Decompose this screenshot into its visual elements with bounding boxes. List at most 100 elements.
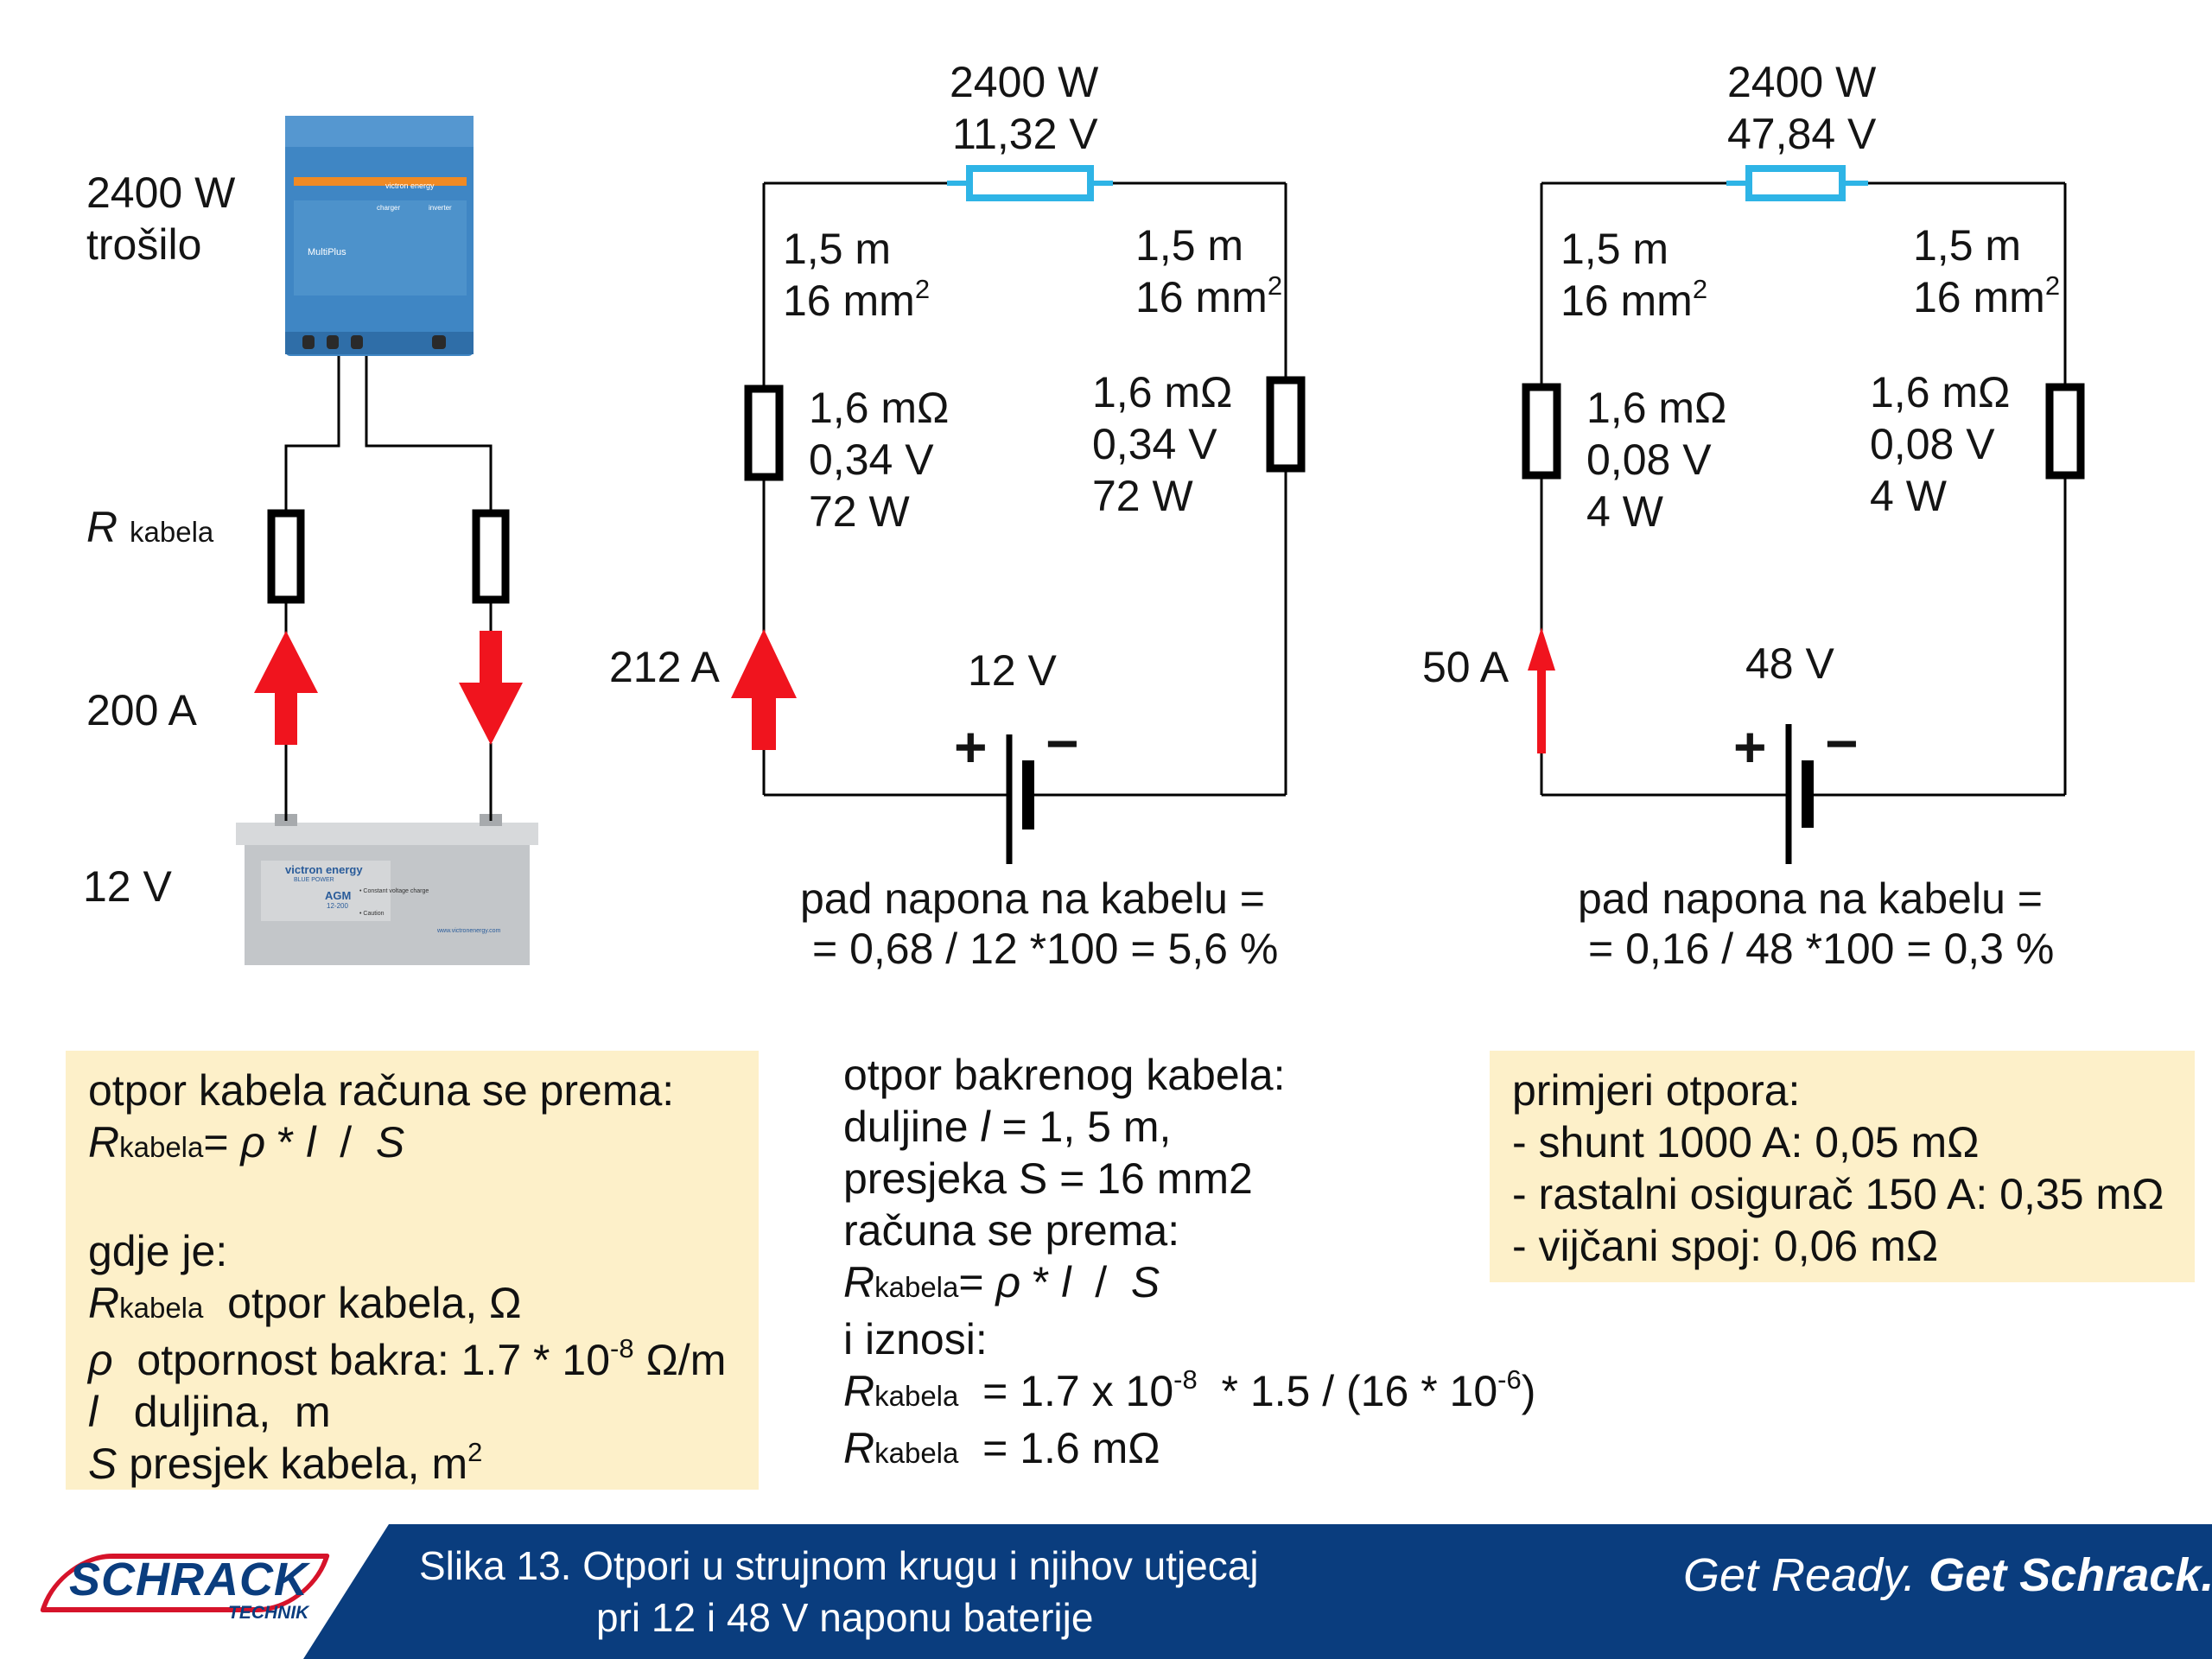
c48-plus: + xyxy=(1733,715,1767,779)
battery-brand: victron energy xyxy=(285,863,363,876)
cable-resistance-label: R kabela xyxy=(86,501,213,558)
logo-technik: TECHNIK xyxy=(228,1603,309,1623)
inverter-model: MultiPlus xyxy=(308,247,346,257)
figure-caption: Slika 13. Otpori u strujnom krugu i njih… xyxy=(419,1540,1259,1643)
battery-brand-sub: BLUE POWER xyxy=(294,877,334,883)
load-label-1: 2400 W xyxy=(86,168,236,217)
current-200a: 200 A xyxy=(86,686,197,734)
c48-right-length: 1,5 m xyxy=(1913,221,2022,270)
note-mid-result: Rkabela = 1.6 mΩ xyxy=(843,1424,1160,1472)
cable-resistor-12v-left xyxy=(744,385,784,481)
inverter-device xyxy=(285,116,474,356)
note-mid-length: duljine l = 1, 5 m, xyxy=(843,1103,1172,1151)
circuit-48v-wiring xyxy=(1540,181,2067,797)
c48-battery-voltage: 48 V xyxy=(1745,639,1834,688)
c12-rl-voltage: 0,34 V xyxy=(809,435,934,484)
c48-drop-line1: pad napona na kabelu = xyxy=(1578,874,2043,923)
current-arrow-12v xyxy=(731,629,797,750)
c48-load-voltage: 47,84 V xyxy=(1727,110,1877,158)
inverter-col-inverter: inverter xyxy=(429,204,452,212)
note-left-gdje: gdje je: xyxy=(88,1227,228,1275)
inverter-col-charger: charger xyxy=(377,204,401,212)
cable-resistor-48v-left xyxy=(1522,383,1561,480)
note-left-def-rho: ρ otpornost bakra: 1.7 * 10-8 Ω/m xyxy=(88,1333,727,1384)
c48-right-area: 16 mm2 xyxy=(1913,270,2061,321)
battery-symbol-12v xyxy=(947,734,1090,864)
load-resistor-12v xyxy=(966,165,1094,201)
note-formula: otpor kabela računa se prema: Rkabela= ρ… xyxy=(66,1051,759,1490)
c48-rl-voltage: 0,08 V xyxy=(1586,435,1712,484)
note-left-def-r: Rkabela otpor kabela, Ω xyxy=(88,1279,522,1327)
note-mid-calc: Rkabela = 1.7 x 10-8 * 1.5 / (16 * 10-6) xyxy=(843,1364,1536,1415)
battery-badge: AGM xyxy=(325,889,352,902)
note-left-formula: Rkabela= ρ * l / S xyxy=(88,1118,405,1166)
cable-resistor-left xyxy=(267,509,305,604)
note-examples: primjeri otpora: - shunt 1000 A: 0,05 mΩ… xyxy=(1490,1051,2195,1282)
c12-drop-line1: pad napona na kabelu = xyxy=(800,874,1265,923)
c48-load-power: 2400 W xyxy=(1727,58,1877,106)
battery-url: www.victronenergy.com xyxy=(437,928,501,934)
c12-minus: − xyxy=(1046,711,1079,775)
c48-current: 50 A xyxy=(1422,643,1510,691)
battery-badge-sub: 12-200 xyxy=(327,902,348,910)
c48-rr-voltage: 0,08 V xyxy=(1870,420,1995,468)
c12-load-power: 2400 W xyxy=(950,58,1099,106)
battery-device xyxy=(236,814,538,965)
cable-resistor-right xyxy=(472,509,510,604)
c12-rr-resistance: 1,6 mΩ xyxy=(1092,368,1233,416)
battery-line-1: • Constant voltage charge xyxy=(359,888,429,894)
c48-rl-power: 4 W xyxy=(1586,487,1663,536)
cable-resistor-48v-right xyxy=(2045,383,2085,480)
note-mid-formula: Rkabela= ρ * l / S xyxy=(843,1258,1160,1306)
current-arrow-down-right xyxy=(459,631,523,745)
note-left-line1: otpor kabela računa se prema: xyxy=(88,1066,675,1115)
note-mid-line1: otpor bakrenog kabela: xyxy=(843,1051,1286,1099)
note-left-def-l: l duljina, m xyxy=(88,1388,331,1436)
c12-left-length: 1,5 m xyxy=(783,225,892,273)
left-wiring xyxy=(284,356,493,821)
c48-minus: − xyxy=(1825,711,1859,775)
note-right-shunt: - shunt 1000 A: 0,05 mΩ xyxy=(1512,1118,1980,1166)
note-right-fuse: - rastalni osigurač 150 A: 0,35 mΩ xyxy=(1512,1170,2164,1218)
inverter-brand: victron energy xyxy=(385,181,435,190)
slogan-get-schrack: Get Schrack. xyxy=(1929,1549,2212,1601)
c12-battery-voltage: 12 V xyxy=(968,646,1057,695)
note-right-title: primjeri otpora: xyxy=(1512,1066,1801,1115)
c48-left-area: 16 mm2 xyxy=(1560,274,1708,325)
subscript-kabela: kabela xyxy=(130,516,214,548)
slogan: Get Ready. Get Schrack. xyxy=(1683,1547,2212,1604)
c12-drop-line2: = 0,68 / 12 *100 = 5,6 % xyxy=(812,925,1279,973)
c48-rl-resistance: 1,6 mΩ xyxy=(1586,384,1727,432)
c12-rl-power: 72 W xyxy=(809,487,910,536)
c12-right-length: 1,5 m xyxy=(1135,221,1244,270)
c12-load-voltage: 11,32 V xyxy=(952,110,1098,158)
battery-voltage-12v: 12 V xyxy=(83,862,172,911)
c12-rr-voltage: 0,34 V xyxy=(1092,420,1217,468)
note-calculation: otpor bakrenog kabela: duljine l = 1, 5 … xyxy=(843,1049,1535,1479)
symbol-r: R xyxy=(86,503,118,551)
load-resistor-48v xyxy=(1745,165,1846,201)
c12-right-area: 16 mm2 xyxy=(1135,270,1283,321)
c12-current: 212 A xyxy=(609,643,720,691)
c48-left-length: 1,5 m xyxy=(1560,225,1669,273)
caption-line1: Slika 13. Otpori u strujnom krugu i njih… xyxy=(419,1543,1259,1588)
c48-rr-resistance: 1,6 mΩ xyxy=(1870,368,2011,416)
c12-plus: + xyxy=(954,715,988,779)
note-mid-line6: i iznosi: xyxy=(843,1315,988,1363)
current-arrow-up-left xyxy=(254,631,318,745)
battery-line-2: • Caution xyxy=(359,911,385,917)
c12-left-area: 16 mm2 xyxy=(783,274,931,325)
c48-drop-line2: = 0,16 / 48 *100 = 0,3 % xyxy=(1588,925,2055,973)
battery-symbol-48v xyxy=(1726,724,1868,864)
note-mid-area: presjeka S = 16 mm2 xyxy=(843,1154,1253,1203)
load-label-2: trošilo xyxy=(86,220,202,269)
c12-rl-resistance: 1,6 mΩ xyxy=(809,384,950,432)
note-right-bolt: - vijčani spoj: 0,06 mΩ xyxy=(1512,1222,1939,1270)
note-mid-line4: računa se prema: xyxy=(843,1206,1180,1255)
logo-wordmark: SCHRACK xyxy=(69,1554,308,1605)
slogan-get-ready: Get Ready. xyxy=(1683,1549,1929,1601)
cable-resistor-12v-right xyxy=(1266,376,1306,473)
note-left-def-s: S presjek kabela, m2 xyxy=(88,1437,483,1488)
